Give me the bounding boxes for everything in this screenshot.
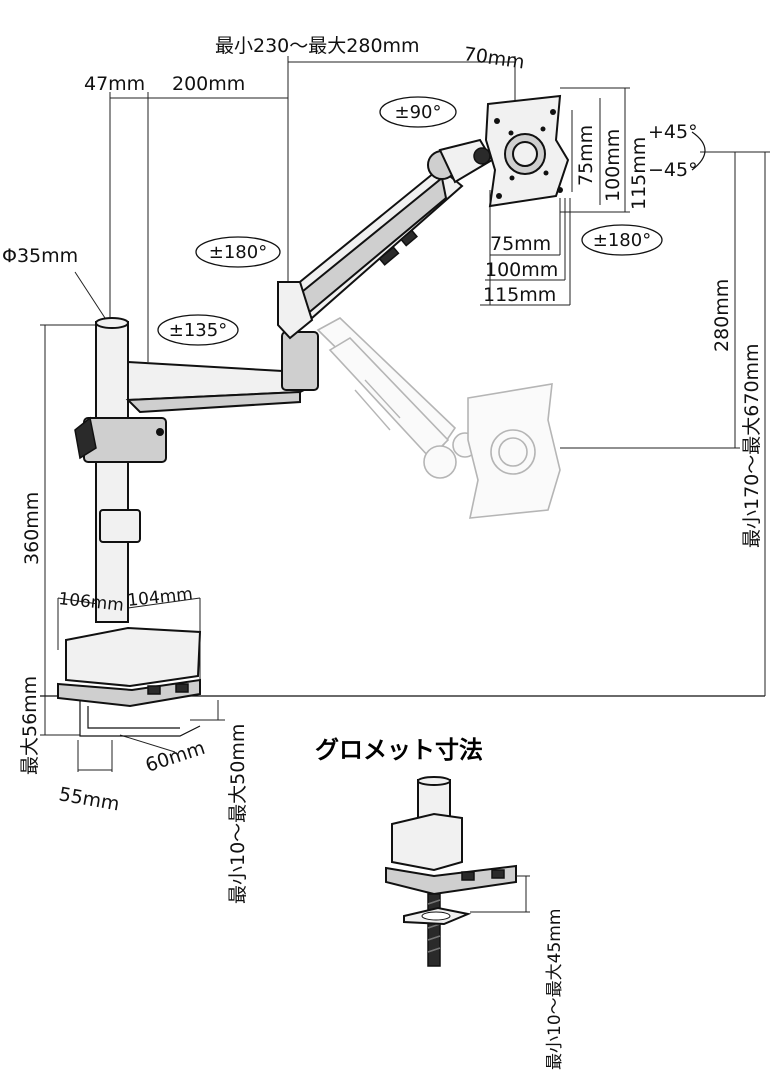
arm1-length-label: 200mm bbox=[172, 73, 245, 95]
pole-swivel-label: ±135° bbox=[169, 320, 227, 341]
vesa-h100-label: 100mm bbox=[485, 259, 558, 281]
vesa-v100-label: 100mm bbox=[602, 129, 624, 202]
tilt-up-label: +45° bbox=[648, 121, 698, 143]
grommet-thickness-label: 最小10～最大45mm bbox=[545, 909, 565, 1070]
pole-offset-label: 47mm bbox=[84, 73, 145, 95]
vesa-plate bbox=[484, 94, 570, 208]
rotation-badges: ±90° ±180° ±135° ±180° +45° −45° bbox=[157, 96, 706, 346]
height-travel-label: 280mm bbox=[711, 279, 733, 352]
desk-thickness-label: 最小10～最大50mm bbox=[227, 724, 249, 904]
dimension-lines bbox=[40, 56, 770, 772]
reach-range-label: 最小230～最大280mm bbox=[215, 35, 420, 57]
plate-rotate-label: ±90° bbox=[395, 102, 442, 123]
vesa-h75-label: 75mm bbox=[490, 233, 551, 255]
pole-collar bbox=[83, 417, 167, 463]
vesa-v115-label: 115mm bbox=[628, 137, 650, 210]
vesa-h115-label: 115mm bbox=[483, 284, 556, 306]
clamp-width-label: 104mm bbox=[126, 584, 193, 611]
tilt-down-label: −45° bbox=[648, 159, 698, 181]
clamp-base-label: 55mm bbox=[57, 783, 121, 815]
vesa-v75-label: 75mm bbox=[575, 125, 597, 186]
plate-pan-label: ±180° bbox=[593, 230, 651, 251]
clamp-max-height-label: 最大56mm bbox=[19, 676, 41, 775]
height-range-label: 最小170～最大670mm bbox=[741, 343, 763, 548]
plate-offset-label: 70mm bbox=[462, 43, 526, 73]
desk-clamp bbox=[65, 626, 202, 688]
cable-clip bbox=[99, 509, 141, 543]
lowered-arm-ghost bbox=[316, 317, 561, 519]
arm-swivel-label: ±180° bbox=[209, 242, 267, 263]
pole bbox=[95, 321, 129, 623]
clamp-jaw-label: 60mm bbox=[143, 737, 208, 777]
grommet-title: グロメット寸法 bbox=[315, 736, 483, 764]
monitor-arm bbox=[125, 138, 494, 414]
pole-diameter-label: Φ35mm bbox=[2, 245, 78, 267]
pole-and-clamp bbox=[57, 317, 202, 737]
pole-height-label: 360mm bbox=[21, 492, 43, 565]
grommet-detail: グロメット寸法 最小10～最大45mm bbox=[315, 736, 565, 1070]
